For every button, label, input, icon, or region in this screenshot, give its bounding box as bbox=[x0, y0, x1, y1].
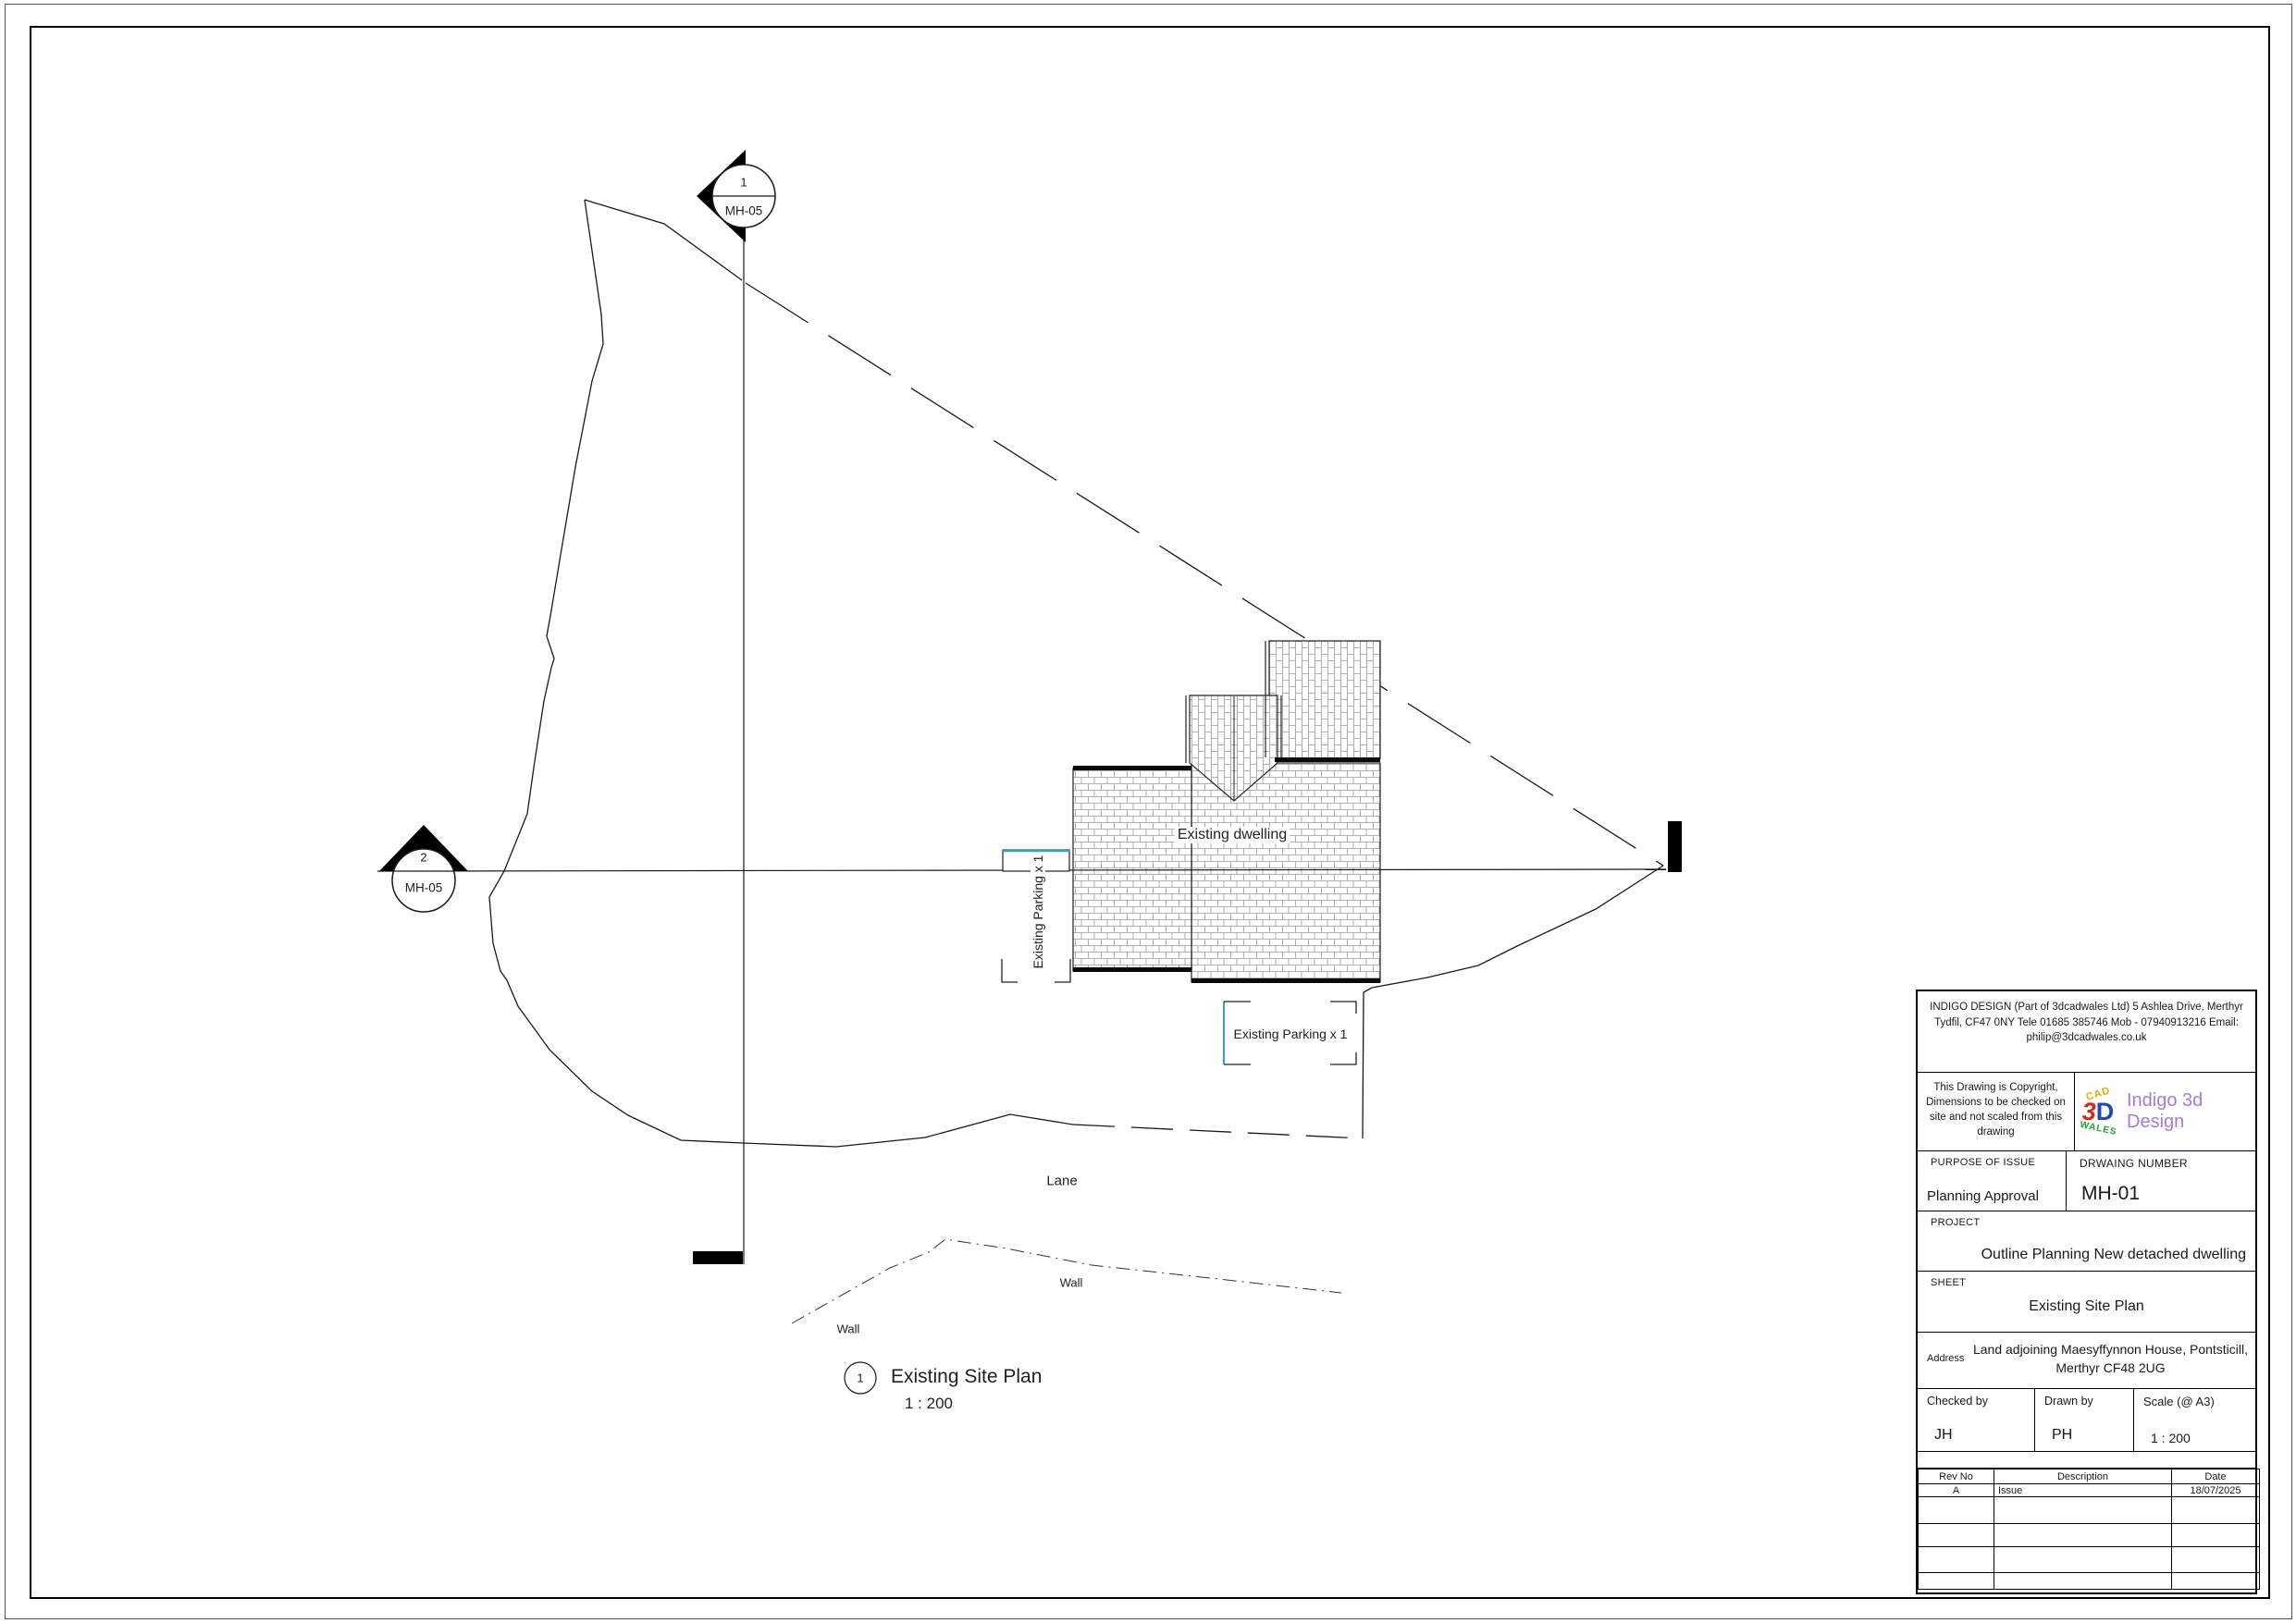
drawing-number-label: DRWAING NUMBER bbox=[2080, 1157, 2188, 1170]
description-cell bbox=[1994, 1572, 2172, 1590]
date-cell: 18/07/2025 bbox=[2171, 1483, 2260, 1497]
parking2-bracket-tr bbox=[1330, 1001, 1357, 1014]
company-info: INDIGO DESIGN (Part of 3dcadwales Ltd) 5… bbox=[1918, 991, 2255, 1073]
revision-row bbox=[1918, 1496, 2260, 1524]
brand-name: Indigo 3d Design bbox=[2127, 1090, 2203, 1132]
sheet-inner-border bbox=[30, 26, 2270, 1599]
date-cell bbox=[2171, 1572, 2260, 1590]
site-boundary-right-solid bbox=[1362, 865, 1664, 1139]
parking-right-label: Existing Parking x 1 bbox=[1233, 1027, 1348, 1041]
wall-bar-left-wing-top bbox=[1073, 766, 1191, 770]
revision-header-row: Rev No Description Date bbox=[1918, 1469, 2260, 1484]
scale-value: 1 : 200 bbox=[2151, 1431, 2191, 1445]
parking1-bracket-left bbox=[1001, 959, 1018, 983]
address-label: Address bbox=[1927, 1353, 1965, 1364]
site-boundary-left-solid bbox=[488, 199, 1074, 1148]
revision-row bbox=[1918, 1572, 2260, 1590]
wall-bar-mid-step bbox=[1275, 757, 1380, 762]
project-row: PROJECT Outline Planning New detached dw… bbox=[1918, 1211, 2255, 1272]
wall-bar-main-bottom bbox=[1191, 978, 1380, 983]
description-cell bbox=[1994, 1523, 2172, 1547]
wall-line bbox=[791, 1238, 1342, 1324]
date-cell bbox=[2171, 1523, 2260, 1547]
project-value: Outline Planning New detached dwelling bbox=[1981, 1247, 2246, 1262]
description-cell bbox=[1994, 1546, 2172, 1573]
existing-dwelling-label: Existing dwelling bbox=[1174, 827, 1290, 843]
sheet-value: Existing Site Plan bbox=[2029, 1298, 2144, 1314]
revision-row: A Issue 18/07/2025 bbox=[1918, 1483, 2260, 1497]
site-boundary-top-dashed bbox=[745, 282, 1664, 867]
description-cell bbox=[1994, 1496, 2172, 1524]
rev-no-cell bbox=[1918, 1546, 1994, 1573]
purpose-drawingno-row: PURPOSE OF ISSUE Planning Approval DRWAI… bbox=[1918, 1151, 2255, 1211]
section-marker1-number[interactable]: 1 bbox=[740, 175, 747, 190]
parking2-bracket-br bbox=[1330, 1052, 1357, 1065]
view-title-number[interactable]: 1 bbox=[857, 1371, 864, 1385]
view-title-bubble bbox=[844, 1361, 877, 1395]
description-cell: Issue bbox=[1994, 1483, 2172, 1497]
drawn-by-value: PH bbox=[2052, 1427, 2073, 1443]
view-title-scale: 1 : 200 bbox=[905, 1395, 953, 1412]
parking-left-label: Existing Parking x 1 bbox=[1031, 852, 1045, 972]
rev-no-cell: A bbox=[1918, 1483, 1994, 1497]
date-cell bbox=[2171, 1546, 2260, 1573]
scale-label: Scale (@ A3) bbox=[2143, 1395, 2215, 1408]
date-header: Date bbox=[2171, 1469, 2260, 1484]
wall-label-right: Wall bbox=[1059, 1275, 1083, 1290]
drawn-by-label: Drawn by bbox=[2044, 1395, 2093, 1408]
checked-by-value: JH bbox=[1934, 1427, 1953, 1443]
purpose-of-issue-label: PURPOSE OF ISSUE bbox=[1931, 1157, 2035, 1168]
rev-no-cell bbox=[1918, 1523, 1994, 1547]
section-marker2-number[interactable]: 2 bbox=[420, 850, 427, 865]
sheet-outer-border bbox=[5, 4, 2292, 1619]
logo-3-text: 3 bbox=[2081, 1098, 2096, 1125]
title-block: INDIGO DESIGN (Part of 3dcadwales Ltd) 5… bbox=[1916, 990, 2260, 1594]
section-line-vertical-end-bar bbox=[693, 1251, 743, 1264]
rev-no-cell bbox=[1918, 1572, 1994, 1590]
dwelling-top-block bbox=[1268, 640, 1381, 759]
rev-no-cell bbox=[1918, 1496, 1994, 1524]
lane-label: Lane bbox=[1046, 1173, 1078, 1189]
description-header: Description bbox=[1994, 1469, 2172, 1484]
rev-no-header: Rev No bbox=[1918, 1469, 1994, 1484]
purpose-of-issue-value: Planning Approval bbox=[1927, 1188, 2039, 1204]
revision-row bbox=[1918, 1546, 2260, 1573]
sheet-row: SHEET Existing Site Plan bbox=[1918, 1272, 2255, 1333]
parking1-bracket-right bbox=[1055, 959, 1071, 983]
date-cell bbox=[2171, 1496, 2260, 1524]
dwelling-main-block bbox=[1191, 762, 1381, 983]
project-label: PROJECT bbox=[1931, 1217, 1981, 1228]
address-row: Address Land adjoining Maesyffynnon Hous… bbox=[1918, 1333, 2255, 1389]
section-marker1-sheet[interactable]: MH-05 bbox=[724, 203, 763, 218]
section-marker2-sheet[interactable]: MH-05 bbox=[404, 880, 443, 895]
section-line-horizontal-end-bar bbox=[1668, 821, 1682, 872]
sheet-label: SHEET bbox=[1931, 1277, 1967, 1288]
revision-row bbox=[1918, 1523, 2260, 1547]
site-boundary-bottom-dashed bbox=[1072, 1124, 1364, 1139]
drawing-number-value: MH-01 bbox=[2081, 1183, 2141, 1204]
copyright-logo-row: This Drawing is Copyright, Dimensions to… bbox=[1918, 1073, 2255, 1151]
checked-by-label: Checked by bbox=[1927, 1395, 1989, 1408]
section-marker2-bubble bbox=[391, 848, 456, 913]
wall-bar-left-wing-bottom bbox=[1073, 967, 1191, 972]
company-logo: CAD 3D WALES Indigo 3d Design bbox=[2075, 1073, 2255, 1150]
view-title-name: Existing Site Plan bbox=[891, 1366, 1043, 1387]
address-value: Land adjoining Maesyffynnon House, Ponts… bbox=[1972, 1342, 2249, 1376]
wall-label-left: Wall bbox=[836, 1322, 860, 1336]
logo-3dcadwales-icon: CAD 3D WALES bbox=[2075, 1083, 2121, 1140]
site-boundary-top-solid bbox=[584, 199, 743, 281]
people-scale-row: Checked by JH Drawn by PH Scale (@ A3) 1… bbox=[1918, 1389, 2255, 1452]
revision-table: Rev No Description Date A Issue 18/07/20… bbox=[1918, 1468, 2260, 1590]
copyright-note: This Drawing is Copyright, Dimensions to… bbox=[1918, 1073, 2075, 1150]
logo-d-text: D bbox=[2095, 1098, 2115, 1125]
